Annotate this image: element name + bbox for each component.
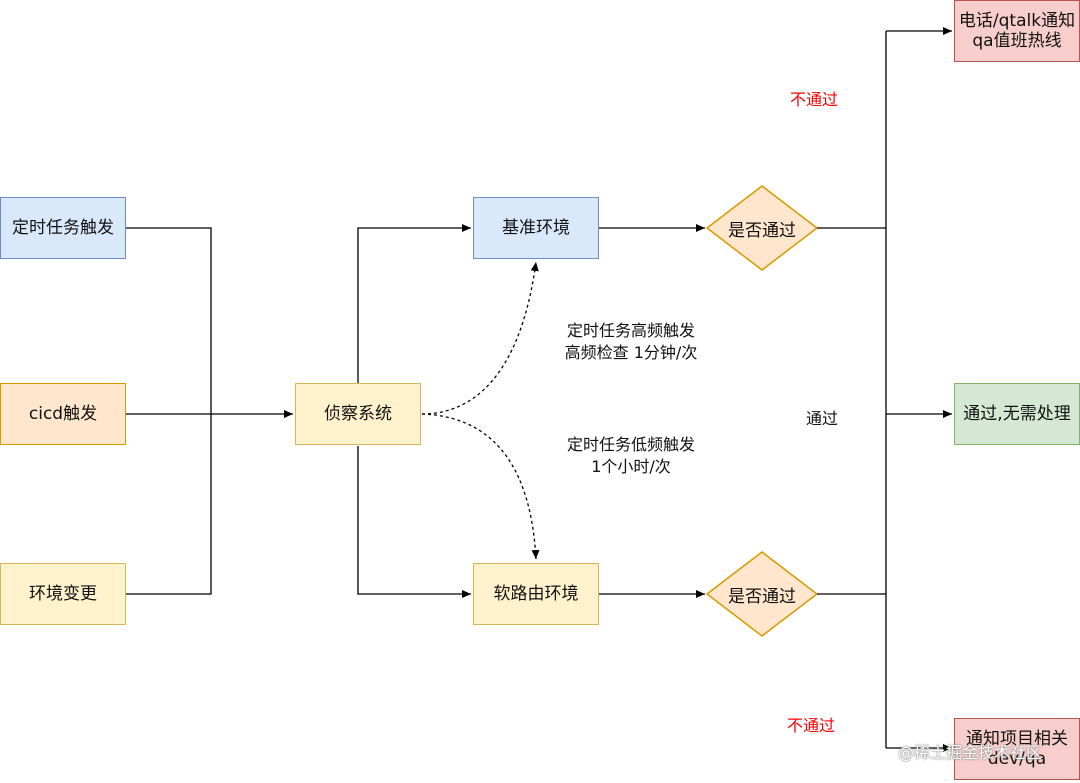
- pass-label: 通过: [806, 409, 839, 428]
- notify-project-line2: dev/qa: [987, 749, 1047, 769]
- pass-no-action-node: 通过,无需处理: [954, 383, 1080, 445]
- edge-detect-to-baseline: [357, 224, 471, 383]
- decision-top-diamond: [705, 185, 819, 271]
- decision-bottom-label: 是否通过: [728, 586, 796, 607]
- cicd-trigger-node: cicd触发: [0, 383, 126, 445]
- notify-oncall-line2: qa值班热线: [972, 31, 1062, 51]
- edge-detect-to-softroute: [357, 446, 471, 598]
- env-change-node: 环境变更: [0, 563, 126, 625]
- edge-env-to-merge: [126, 414, 212, 595]
- high-freq-line2: 高频检查 1分钟/次: [564, 342, 698, 362]
- low-freq-line2: 1个小时/次: [591, 456, 671, 476]
- soft-route-env-node: 软路由环境: [473, 563, 599, 625]
- high-freq-label: 定时任务高频触发 高频检查 1分钟/次: [546, 320, 716, 363]
- timed-trigger-node: 定时任务触发: [0, 197, 126, 259]
- baseline-env-node: 基准环境: [473, 197, 599, 259]
- edge-high-freq-dashed: [421, 261, 539, 415]
- decision-top-label: 是否通过: [728, 220, 796, 241]
- notify-oncall-node: 电话/qtalk通知 qa值班热线: [954, 0, 1080, 62]
- edge-timed-to-merge: [126, 227, 212, 414]
- decision-bottom-diamond: [705, 551, 819, 637]
- high-freq-line1: 定时任务高频触发: [566, 321, 695, 340]
- low-freq-line1: 定时任务低频触发: [566, 435, 695, 454]
- notify-project-node: 通知项目相关 dev/qa: [954, 718, 1080, 780]
- detect-system-node: 侦察系统: [295, 383, 421, 445]
- watermark: @稀土掘金技术社区: [898, 743, 1043, 762]
- low-freq-label: 定时任务低频触发 1个小时/次: [546, 434, 716, 477]
- fail-top-label: 不通过: [790, 90, 839, 109]
- notify-project-line1: 通知项目相关: [966, 728, 1068, 749]
- edge-low-freq-dashed: [421, 413, 540, 560]
- notify-oncall-line1: 电话/qtalk通知: [958, 10, 1076, 31]
- fail-bottom-label: 不通过: [787, 716, 836, 735]
